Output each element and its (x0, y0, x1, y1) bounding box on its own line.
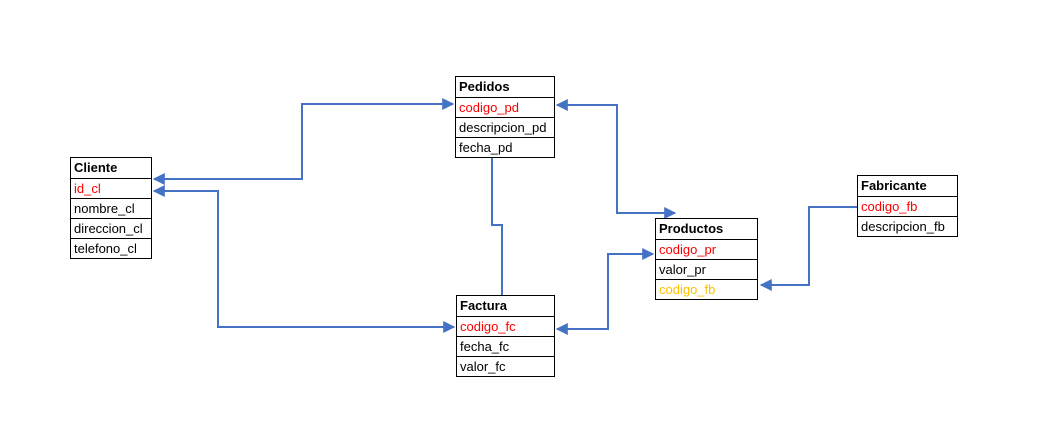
field-row: nombre_cl (71, 198, 151, 218)
field-row: descripcion_fb (858, 216, 957, 236)
table-title: Cliente (74, 160, 118, 175)
table-title: Factura (460, 298, 507, 313)
field-row: codigo_pd (456, 97, 554, 117)
table-factura[interactable]: Factura codigo_fc fecha_fc valor_fc (456, 295, 555, 377)
relation-cliente-pedidos (152, 98, 455, 185)
field-row: codigo_pr (656, 239, 757, 259)
field-row: direccion_cl (71, 218, 151, 238)
relation-cliente-factura (152, 185, 456, 333)
table-fabricante[interactable]: Fabricante codigo_fb descripcion_fb (857, 175, 958, 237)
field-row: valor_pr (656, 259, 757, 279)
table-title: Productos (659, 221, 724, 236)
field-row: valor_fc (457, 356, 554, 376)
table-cliente[interactable]: Cliente id_cl nombre_cl direccion_cl tel… (70, 157, 152, 259)
field-row: fecha_fc (457, 336, 554, 356)
table-title: Fabricante (861, 178, 927, 193)
relation-factura-productos (555, 248, 655, 335)
table-pedidos[interactable]: Pedidos codigo_pd descripcion_pd fecha_p… (455, 76, 555, 158)
relation-pedidos-productos (555, 99, 677, 219)
field-row: descripcion_pd (456, 117, 554, 137)
field-row: fecha_pd (456, 137, 554, 157)
relation-fabricante-productos (759, 206, 857, 291)
field-row: telefono_cl (71, 238, 151, 258)
field-row: codigo_fc (457, 316, 554, 336)
field-row: codigo_fb (656, 279, 757, 299)
relation-pedidos-factura (491, 156, 503, 295)
field-row: codigo_fb (858, 196, 957, 216)
table-title: Pedidos (459, 79, 510, 94)
table-productos[interactable]: Productos codigo_pr valor_pr codigo_fb (655, 218, 758, 300)
field-row: id_cl (71, 178, 151, 198)
